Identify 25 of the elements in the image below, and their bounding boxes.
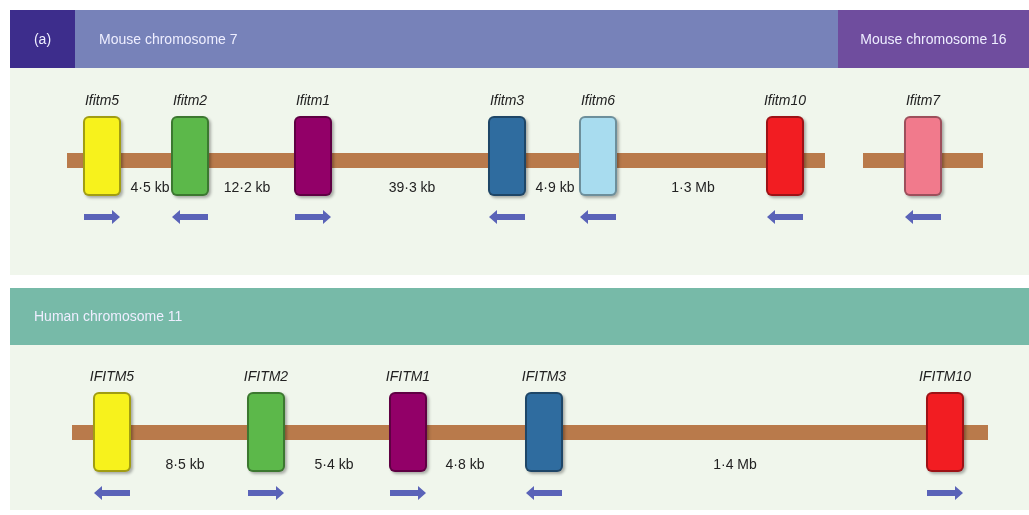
distance-label: 39·3 kb (388, 179, 436, 195)
chromosome-header: (a) (10, 10, 75, 68)
chromosome-header: Mouse chromosome 16 (838, 10, 1029, 68)
gene-name: Ifitm2 (172, 92, 208, 108)
distance-label: 1·4 Mb (713, 456, 757, 472)
chromosome-header: Human chromosome 11 (10, 288, 1029, 345)
distance-label: 8·5 kb (165, 456, 205, 472)
distance-label: 12·2 kb (223, 179, 271, 195)
chromosome-header: Mouse chromosome 7 (75, 10, 838, 68)
gene-name: IFITM1 (385, 368, 431, 384)
gene-name: Ifitm6 (580, 92, 616, 108)
gene-name: IFITM10 (918, 368, 972, 384)
gene-name: Ifitm1 (295, 92, 331, 108)
gene-name: Ifitm3 (489, 92, 525, 108)
gene-name: IFITM3 (521, 368, 567, 384)
distance-label: 5·4 kb (314, 456, 354, 472)
gene-name: Ifitm10 (764, 92, 806, 108)
distance-label: 1·3 Mb (671, 179, 715, 195)
distance-label: 4·8 kb (445, 456, 485, 472)
distance-label: 4·9 kb (535, 179, 575, 195)
gene-name: IFITM5 (89, 368, 135, 384)
distance-label: 4·5 kb (130, 179, 170, 195)
gene-name: IFITM2 (243, 368, 289, 384)
gene-name: Ifitm7 (905, 92, 941, 108)
gene-name: Ifitm5 (84, 92, 120, 108)
